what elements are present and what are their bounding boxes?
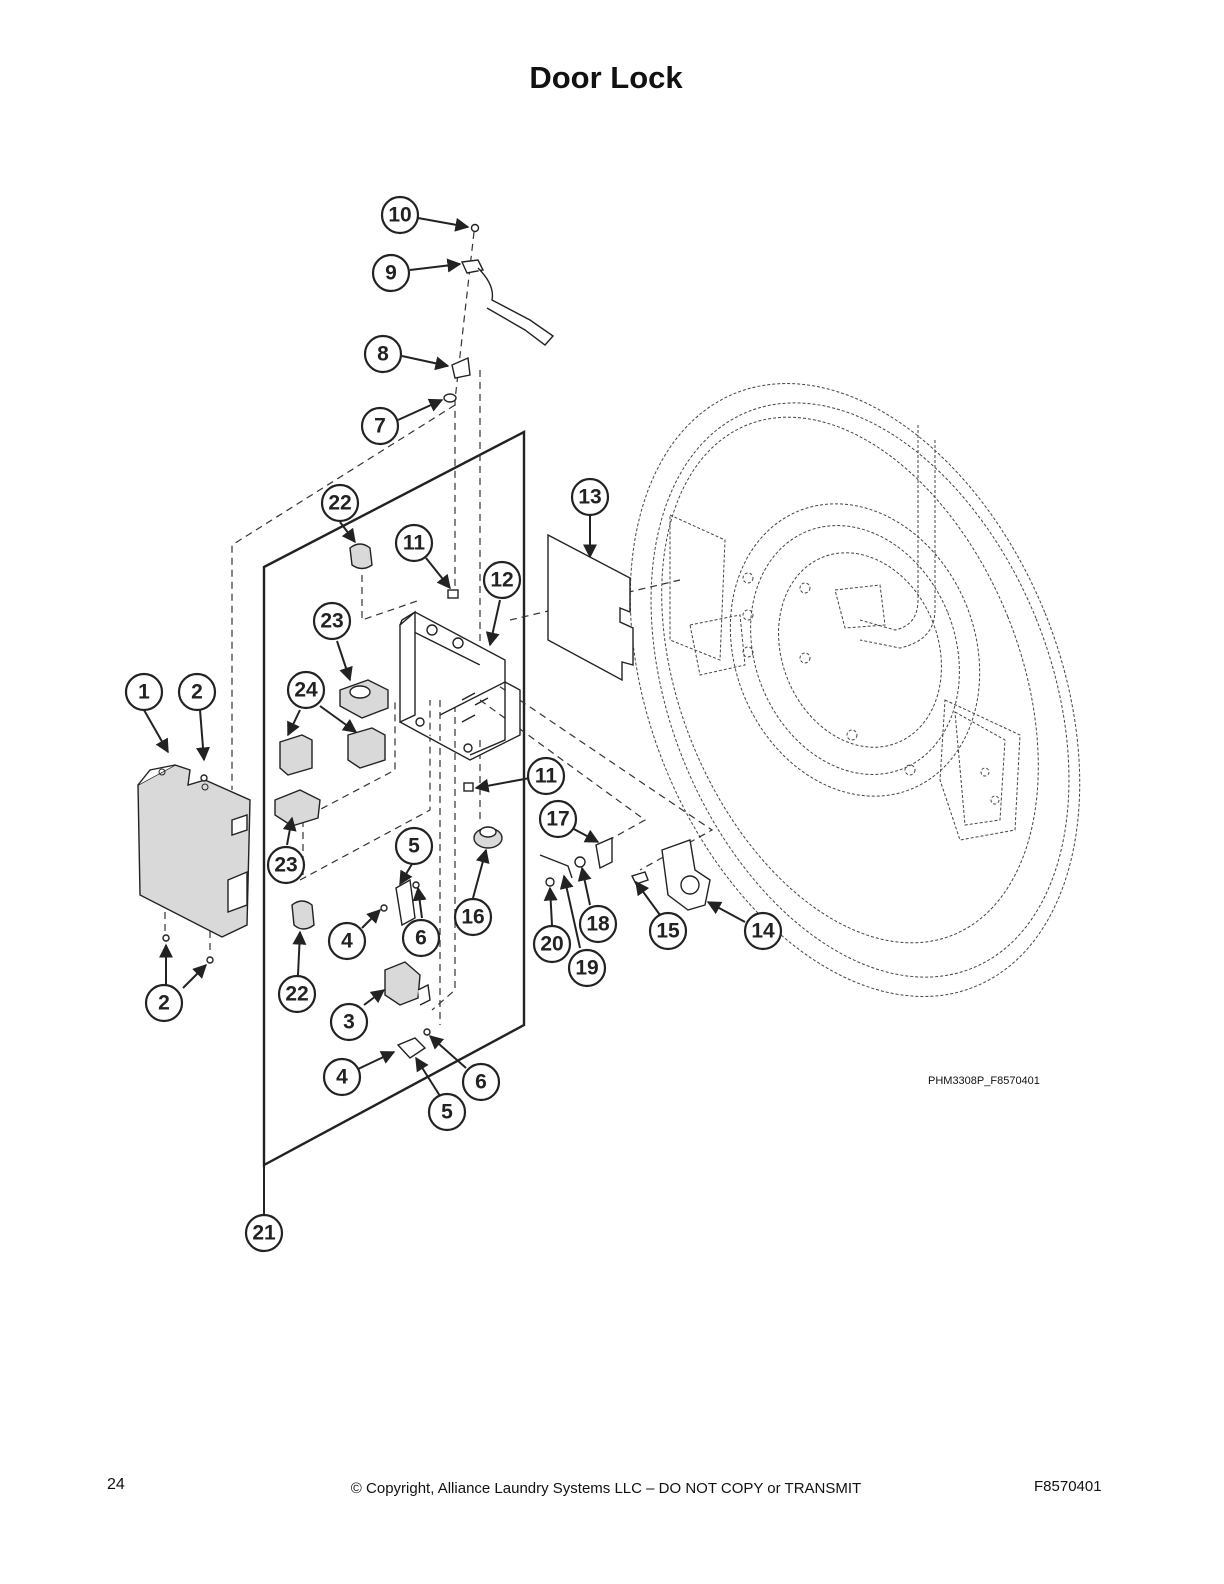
callout-22-lower: 22 xyxy=(277,974,317,1014)
svg-text:4: 4 xyxy=(341,930,353,953)
figure-reference: PHM3308P_F8570401 xyxy=(928,1075,1040,1087)
svg-text:11: 11 xyxy=(403,532,426,555)
callout-10: 10 xyxy=(380,195,420,235)
door-hub-drawing xyxy=(629,383,1081,997)
callout-15: 15 xyxy=(648,911,688,951)
callout-16: 16 xyxy=(453,897,493,937)
svg-text:21: 21 xyxy=(252,1222,276,1245)
callout-2-lower: 2 xyxy=(144,983,184,1023)
svg-text:7: 7 xyxy=(374,415,386,438)
svg-text:18: 18 xyxy=(586,913,610,936)
svg-text:11: 11 xyxy=(535,765,558,788)
svg-text:19: 19 xyxy=(575,957,598,980)
svg-text:22: 22 xyxy=(285,983,308,1006)
svg-text:22: 22 xyxy=(328,492,351,515)
svg-text:3: 3 xyxy=(343,1011,355,1034)
callout-11-lower: 11 xyxy=(526,756,566,796)
callout-1: 1 xyxy=(124,672,164,712)
svg-text:6: 6 xyxy=(415,927,427,950)
svg-text:4: 4 xyxy=(336,1066,348,1089)
callout-2: 2 xyxy=(177,672,217,712)
callout-23: 23 xyxy=(312,601,352,641)
svg-text:9: 9 xyxy=(385,262,397,285)
svg-text:8: 8 xyxy=(377,343,389,366)
page-number: 24 xyxy=(107,1476,125,1493)
callout-20: 20 xyxy=(532,924,572,964)
svg-text:2: 2 xyxy=(158,992,170,1015)
svg-text:16: 16 xyxy=(461,906,484,929)
leader-arrows xyxy=(143,217,746,1215)
page-title: Door Lock xyxy=(529,60,683,95)
svg-text:10: 10 xyxy=(388,204,411,227)
callout-8: 8 xyxy=(363,334,403,374)
svg-text:6: 6 xyxy=(475,1071,487,1094)
svg-text:23: 23 xyxy=(320,610,343,633)
door-lock-cover xyxy=(137,764,251,938)
svg-text:2: 2 xyxy=(191,681,203,704)
callout-19: 19 xyxy=(567,948,607,988)
svg-text:24: 24 xyxy=(294,679,318,702)
callout-bubbles: 10 9 8 7 22 11 12 13 23 1 2 24 11 17 5 2… xyxy=(124,195,783,1253)
callout-5-lower: 5 xyxy=(427,1092,467,1132)
callout-4: 4 xyxy=(327,921,367,961)
callout-24: 24 xyxy=(286,670,326,710)
callout-6: 6 xyxy=(401,918,441,958)
callout-4-lower: 4 xyxy=(322,1057,362,1097)
callout-7: 7 xyxy=(360,406,400,446)
callout-13: 13 xyxy=(570,477,610,517)
copyright-notice: © Copyright, Alliance Laundry Systems LL… xyxy=(350,1480,862,1497)
callout-9: 9 xyxy=(371,253,411,293)
svg-text:12: 12 xyxy=(490,569,513,592)
callout-21: 21 xyxy=(244,1213,284,1253)
svg-text:13: 13 xyxy=(578,486,601,509)
svg-text:5: 5 xyxy=(408,835,420,858)
svg-text:20: 20 xyxy=(540,933,563,956)
callout-17: 17 xyxy=(538,799,578,839)
svg-text:23: 23 xyxy=(274,854,297,877)
callout-12: 12 xyxy=(482,560,522,600)
callout-3: 3 xyxy=(329,1002,369,1042)
callout-11: 11 xyxy=(394,523,434,563)
svg-text:1: 1 xyxy=(138,681,150,704)
callout-23-lower: 23 xyxy=(266,845,306,885)
callout-6-lower: 6 xyxy=(461,1062,501,1102)
svg-text:17: 17 xyxy=(546,808,569,831)
svg-text:5: 5 xyxy=(441,1101,453,1124)
switch-bracket xyxy=(399,610,521,761)
svg-text:15: 15 xyxy=(656,920,680,943)
document-code: F8570401 xyxy=(1034,1478,1102,1495)
callout-18: 18 xyxy=(578,904,618,944)
mounting-plate-outline xyxy=(262,430,526,1168)
callout-22: 22 xyxy=(320,483,360,523)
callout-14: 14 xyxy=(743,911,783,951)
callout-5: 5 xyxy=(394,826,434,866)
svg-text:14: 14 xyxy=(751,920,775,943)
